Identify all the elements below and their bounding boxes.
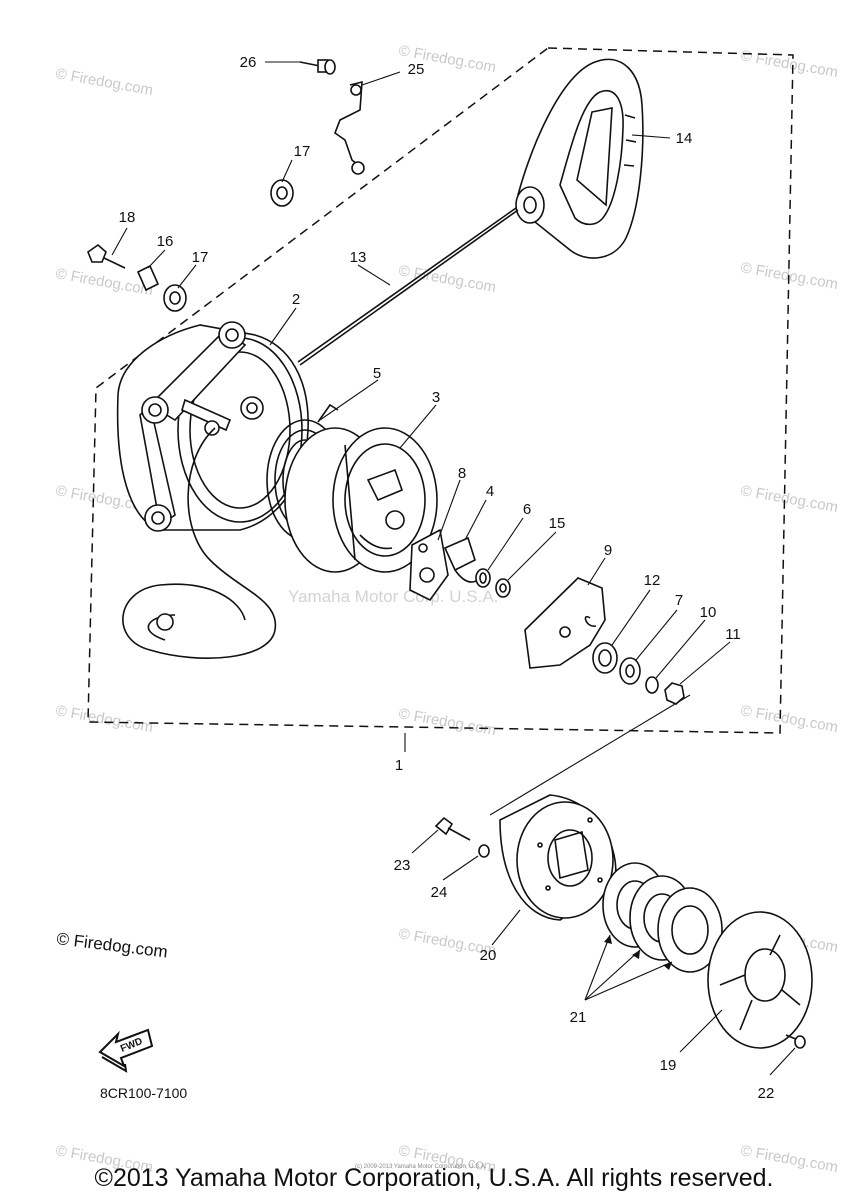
spring-12-inner (598, 649, 612, 667)
callout-24: 24 (431, 884, 448, 901)
callout-12: 12 (644, 572, 661, 589)
watermark: © Firedog.com (739, 702, 839, 736)
callout-11: 11 (725, 626, 741, 643)
watermark: © Firedog.com (739, 47, 839, 81)
bolt-18 (87, 243, 126, 269)
copyright-notice: ©2013 Yamaha Motor Corporation, U.S.A. A… (95, 1164, 774, 1192)
callout-10: 10 (700, 604, 717, 621)
watermark: © Firedog.com (739, 482, 839, 516)
callout-3: 3 (432, 389, 440, 406)
ratchet-pawl (409, 528, 449, 602)
bracket-25 (334, 80, 365, 175)
reel-sheave (284, 427, 438, 573)
callout-16: 16 (157, 233, 174, 250)
collar-17-upper (270, 179, 294, 207)
watermark-center: Yamaha Motor Corp. U.S.A. (288, 587, 498, 606)
collar-17-lower-inner (169, 291, 181, 305)
rope-coil (122, 427, 277, 659)
guide-spring (443, 536, 479, 583)
pawl-spring (475, 568, 491, 588)
callout-20: 20 (480, 947, 497, 964)
washer-24 (478, 844, 490, 858)
callout-23: 23 (394, 857, 411, 874)
watermark: © Firedog.com (54, 702, 154, 736)
spring-12 (592, 642, 618, 674)
assembly-boundary (87, 47, 794, 734)
pulley-hub (499, 794, 617, 921)
watermark: © Firedog.com (397, 705, 497, 739)
callout-26: 26 (240, 54, 257, 71)
callout-17-upper: 17 (294, 143, 311, 160)
callout-25: 25 (408, 61, 425, 78)
callout-15: 15 (549, 515, 566, 532)
assembly-leader-to-hub (489, 694, 691, 816)
callout-7: 7 (675, 592, 683, 609)
washer-7-inner (625, 664, 635, 678)
callout-2: 2 (292, 291, 300, 308)
callout-19: 19 (660, 1057, 677, 1074)
bolt-23 (434, 816, 471, 841)
washer-7 (619, 657, 641, 685)
nut-11 (664, 682, 685, 705)
callout-6: 6 (523, 501, 531, 518)
leader-lines (111, 61, 796, 1076)
collar-16 (136, 264, 160, 292)
fwd-arrow-icon: FWD (98, 1028, 154, 1073)
collar-17-upper-inner (276, 186, 288, 200)
washer-10 (645, 676, 659, 694)
callout-22: 22 (758, 1085, 775, 1102)
watermark: © Firedog.com (54, 65, 154, 99)
collar-17-lower (163, 284, 187, 312)
callout-18: 18 (119, 209, 136, 226)
drive-plate-19 (707, 911, 813, 1049)
watermark: © Firedog.com (54, 265, 154, 299)
small-print: (c) 2009-2013 Yamaha Motor Corporation, … (355, 1164, 487, 1170)
screw-22 (785, 1034, 806, 1049)
callout-17-lower: 17 (192, 249, 209, 266)
friction-plate (524, 577, 606, 669)
starter-case (116, 321, 309, 532)
callout-8: 8 (458, 465, 466, 482)
callout-1: 1 (395, 757, 403, 774)
bolt-26 (299, 59, 336, 75)
watermark: © Firedog.com (397, 262, 497, 296)
firedog-note: © Firedog.com (56, 929, 169, 961)
friction-washer (495, 578, 511, 598)
callout-4: 4 (486, 483, 494, 500)
callout-labels: 1 2 3 4 5 6 7 8 9 10 11 12 13 14 15 16 1… (119, 54, 775, 1102)
callout-14: 14 (676, 130, 693, 147)
callout-13: 13 (350, 249, 367, 266)
drive-plates (602, 862, 723, 973)
pawl-spring-inner (479, 572, 487, 584)
friction-washer-inner (499, 583, 507, 593)
callout-21: 21 (570, 1009, 587, 1026)
diagram-code: 8CR100-7100 (100, 1085, 187, 1101)
starter-handle (515, 58, 644, 259)
callout-5: 5 (373, 365, 381, 382)
arrowheads (604, 935, 672, 970)
starter-rope (297, 207, 519, 366)
callout-9: 9 (604, 542, 612, 559)
